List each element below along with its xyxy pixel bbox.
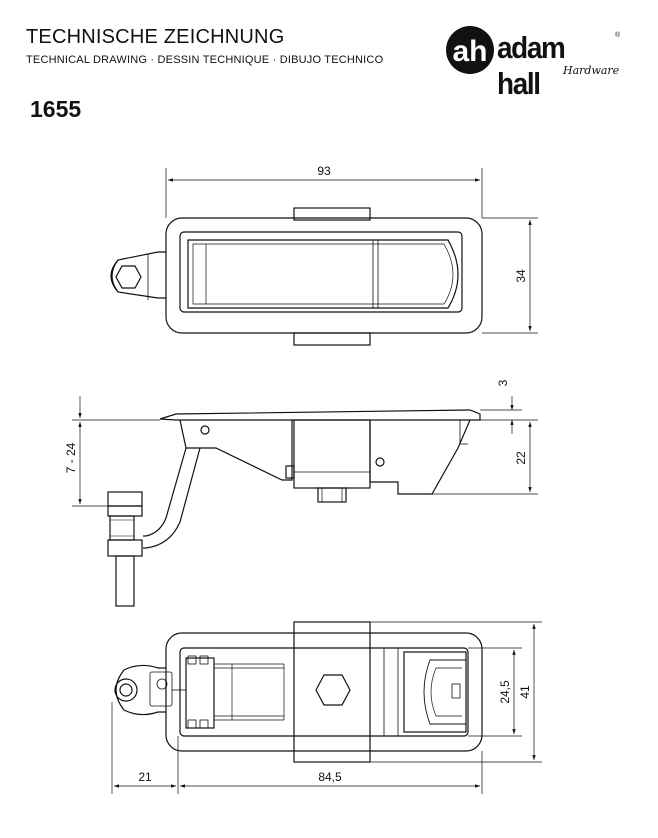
dim-label-side-flange: 3 [496, 379, 510, 386]
brand-logo: ah adam hall ® Hardware [445, 24, 625, 101]
monogram-text: ah [452, 35, 487, 68]
dim-label-side-depth: 22 [514, 451, 528, 465]
bottom-view [114, 621, 483, 763]
logo-wordmark: adam hall [497, 30, 566, 101]
side-view [107, 409, 481, 607]
logo-registered-mark: ® [615, 32, 621, 39]
part-number: 1655 [30, 96, 82, 122]
logo-tagline: Hardware [563, 64, 620, 77]
dim-label-side-adjust: 7 - 24 [64, 442, 78, 473]
dim-label-bottom-height: 41 [518, 685, 532, 699]
dim-label-top-height: 34 [514, 269, 528, 283]
dim-label-bottom-left-offset: 21 [138, 770, 152, 784]
dim-label-bottom-inner-height: 24,5 [498, 680, 512, 704]
dim-label-bottom-width: 84,5 [318, 770, 342, 784]
drawing-title: TECHNISCHE ZEICHNUNG [26, 26, 285, 48]
top-view [110, 207, 483, 346]
dim-label-top-width: 93 [317, 164, 331, 178]
adam-hall-monogram-icon: ah [446, 26, 494, 74]
drawing-subtitle: TECHNICAL DRAWING · DESSIN TECHNIQUE · D… [26, 54, 384, 66]
dimension-lines [72, 168, 542, 794]
